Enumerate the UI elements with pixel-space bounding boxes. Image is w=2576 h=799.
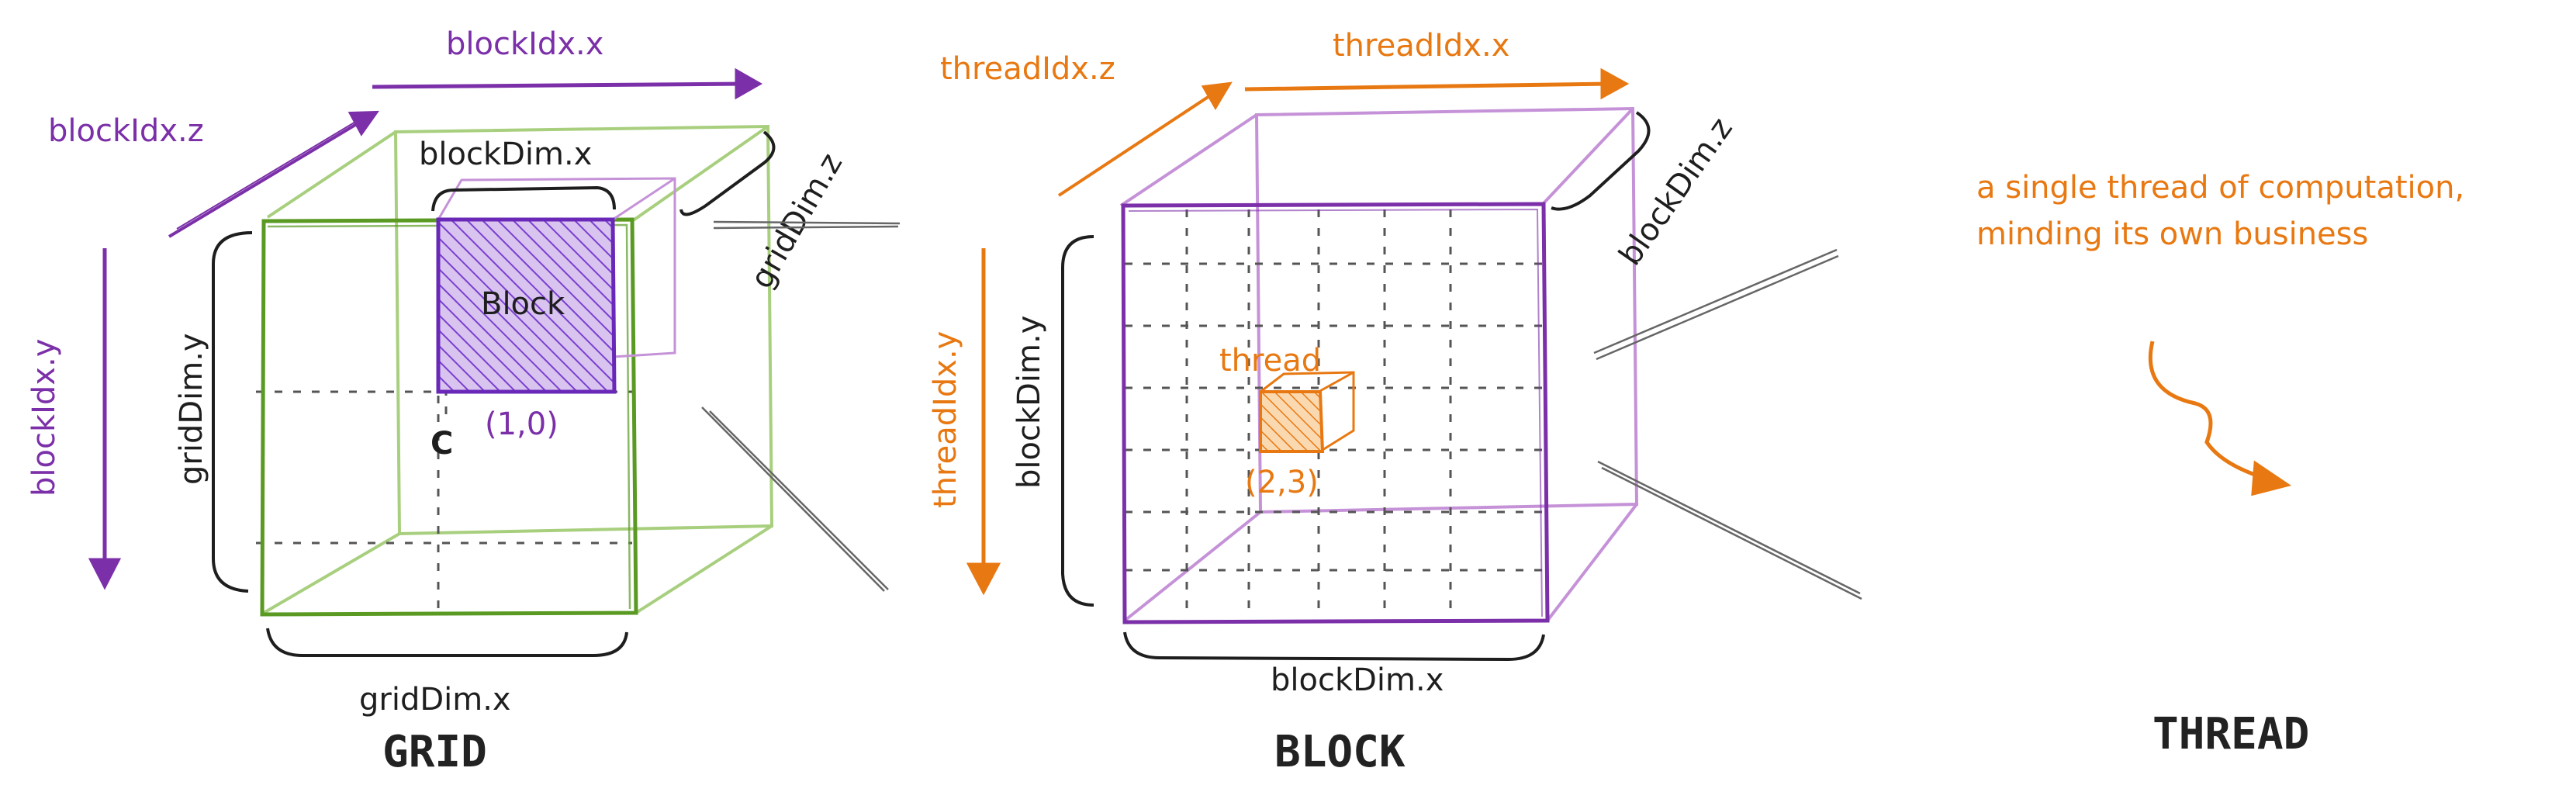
corner-mark: C xyxy=(430,426,453,462)
thread-idx-z-label: threadIdx.z xyxy=(940,51,1115,87)
grid-dim-x-brace xyxy=(266,628,628,657)
block-label: Block xyxy=(481,286,565,322)
grid-dim-z-brace xyxy=(679,130,776,216)
block-dim-x-label: blockDim.x xyxy=(419,137,592,172)
grid-sketch-lines xyxy=(701,220,901,592)
grid-cube-back xyxy=(262,124,774,614)
grid-dim-y-label: gridDim.y xyxy=(174,333,209,485)
thread-idx-y-label: threadIdx.y xyxy=(928,331,963,508)
block-dim-z-label: blockDim.z xyxy=(1613,112,1740,272)
block-dim-y-brace xyxy=(1061,235,1094,607)
block-dim-z-brace xyxy=(1551,111,1651,211)
thread-curvy-arrow xyxy=(2148,341,2292,496)
block-caption: BLOCK xyxy=(1274,727,1406,777)
grid-dim-x-label: gridDim.x xyxy=(359,682,511,718)
block-front-face xyxy=(1121,202,1550,624)
thread-idx-y-arrow xyxy=(966,248,1001,596)
grid-caption: GRID xyxy=(382,727,487,777)
block-dim-x-brace xyxy=(431,185,616,212)
block-sketch-lines xyxy=(1593,248,1862,600)
thread-caption: THREAD xyxy=(2152,709,2309,759)
thread-idx-x-label: threadIdx.x xyxy=(1333,28,1509,64)
block-index: (1,0) xyxy=(485,406,558,442)
block-dim-y-label: blockDim.y xyxy=(1011,316,1047,489)
thread-label: thread xyxy=(1219,343,1321,379)
block-idx-y-label: blockIdx.y xyxy=(26,339,62,496)
thread-cube xyxy=(1259,371,1355,453)
thread-index: (2,3) xyxy=(1245,465,1319,500)
block-section: thread (2,3) threadIdx.x threadIdx.z thr… xyxy=(928,28,1862,777)
thread-section: a single thread of computation, minding … xyxy=(1976,170,2464,759)
thread-idx-z-arrow xyxy=(1057,81,1233,197)
block-idx-z-arrow xyxy=(168,110,379,238)
block-idx-z-label: blockIdx.z xyxy=(48,113,204,149)
grid-block-cube xyxy=(436,177,676,394)
grid-dim-y-brace xyxy=(212,231,253,593)
block-cube-back xyxy=(1119,106,1639,622)
block-idx-x-arrow xyxy=(372,67,763,100)
thread-idx-x-arrow xyxy=(1244,67,1630,100)
grid-section: Block (1,0) C blockDim.x gridDim.z gridD… xyxy=(26,26,901,777)
thread-description-line1: a single thread of computation, xyxy=(1976,170,2464,206)
block-dim-x-label: blockDim.x xyxy=(1271,662,1444,698)
grid-dim-z-label: gridDim.z xyxy=(744,147,849,295)
block-dim-x-brace xyxy=(1123,631,1545,662)
grid-dashed-lines xyxy=(256,388,632,613)
block-idx-y-arrow xyxy=(88,248,122,590)
thread-description-line2: minding its own business xyxy=(1976,216,2368,252)
block-idx-x-label: blockIdx.x xyxy=(446,26,603,62)
